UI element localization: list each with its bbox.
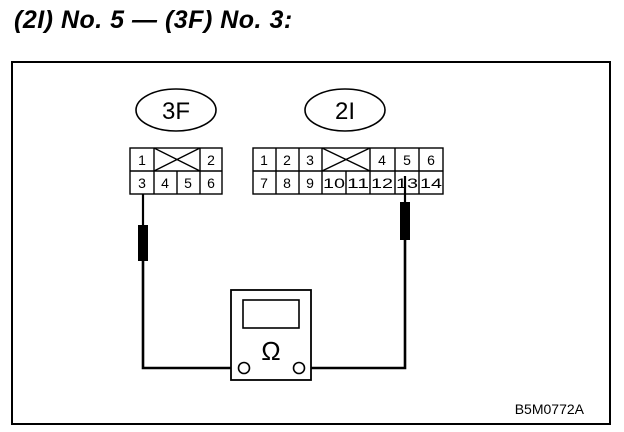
connector-3f-tag: 3F [135, 88, 217, 132]
pin-3f-6: 6 [207, 175, 215, 191]
pin-2i-10: 10 [323, 175, 345, 191]
connector-2i-pins: 1 2 3 4 5 6 7 8 9 10 11 12 13 14 [260, 152, 442, 191]
pin-2i-4: 4 [378, 152, 386, 168]
connector-2i [252, 147, 444, 195]
pin-2i-3: 3 [306, 152, 314, 168]
wire-left [141, 261, 244, 370]
probe-right [400, 176, 410, 240]
pin-2i-8: 8 [283, 175, 291, 191]
pin-2i-12: 12 [371, 175, 393, 191]
connector-2i-label: 2I [335, 98, 355, 125]
diagram-frame [11, 61, 611, 425]
probe-left [138, 194, 148, 261]
page-title: (2I) No. 5 — (3F) No. 3: [14, 6, 293, 34]
pin-2i-5: 5 [403, 152, 411, 168]
ohmmeter: Ω [230, 289, 312, 381]
pin-2i-11: 11 [347, 175, 369, 191]
pin-2i-2: 2 [283, 152, 291, 168]
ohm-symbol-icon: Ω [261, 336, 280, 366]
meter-terminal-left [237, 361, 251, 375]
pin-3f-3: 3 [138, 175, 146, 191]
connector-2i-tag: 2I [304, 88, 386, 132]
pin-2i-6: 6 [427, 152, 435, 168]
pin-3f-5: 5 [184, 175, 192, 191]
meter-display [242, 299, 300, 329]
pin-3f-1: 1 [138, 152, 146, 168]
wire-right [299, 240, 407, 370]
pin-3f-2: 2 [207, 152, 215, 168]
pin-2i-13: 13 [396, 175, 418, 191]
connector-3f [129, 147, 223, 195]
pin-2i-7: 7 [260, 175, 268, 191]
connector-3f-pins: 1 2 3 4 5 6 [138, 152, 215, 191]
figure-code: B5M0772A [515, 401, 585, 417]
pin-2i-9: 9 [306, 175, 314, 191]
meter-terminal-right [292, 361, 306, 375]
pin-3f-4: 4 [161, 175, 169, 191]
pin-2i-14: 14 [420, 175, 442, 191]
pin-2i-1: 1 [260, 152, 268, 168]
connector-3f-label: 3F [162, 98, 190, 125]
